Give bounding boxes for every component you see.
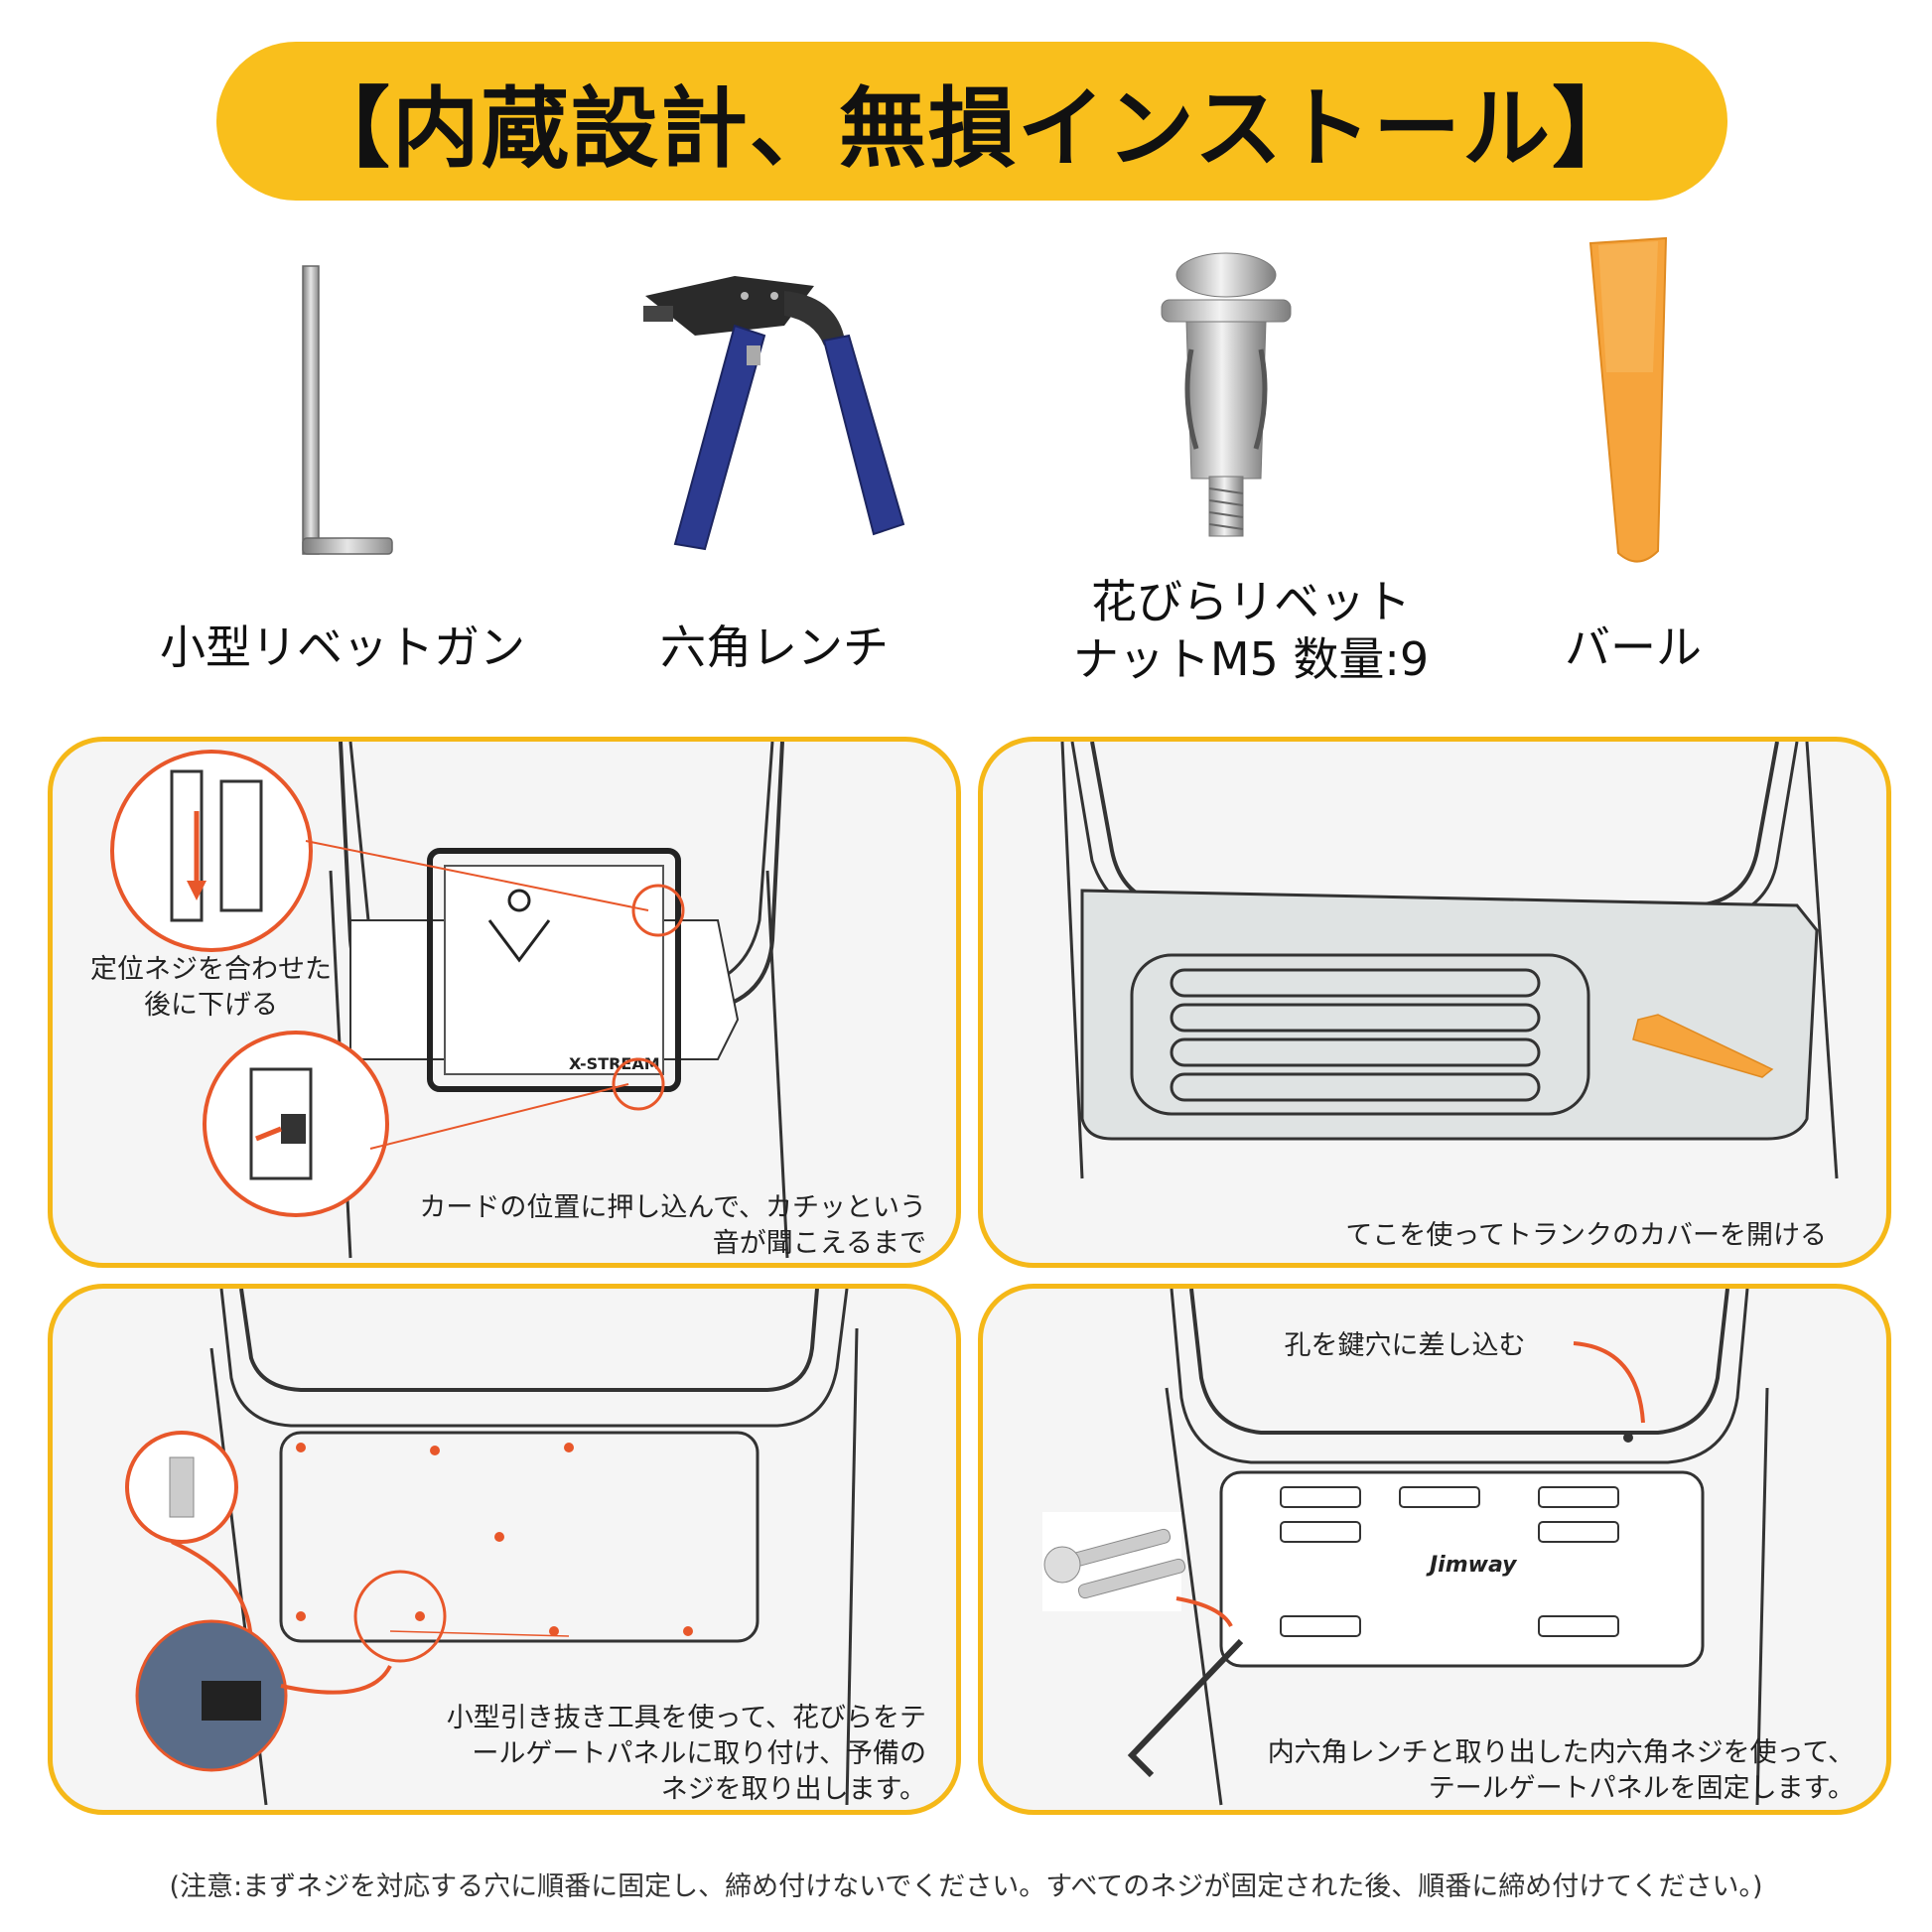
page-title: 【内蔵設計、無損インストール】 <box>302 76 1642 180</box>
tool-label: 六角レンチ <box>660 621 889 674</box>
tool-label: バール <box>1565 621 1702 674</box>
step-text: ネジを取り出します。 <box>660 1774 926 1805</box>
hex-wrench-icon <box>302 265 393 555</box>
step-text: 小型引き抜き工具を使って、花びらをテ <box>446 1703 926 1733</box>
step-panel-2: てこを使ってトランクのカバーを開ける <box>978 737 1891 1268</box>
tool-caption: バール <box>1489 618 1777 677</box>
step-text: テールゲートパネルを固定します。 <box>1428 1773 1855 1804</box>
step-text: 定位ネジを合わせた <box>90 954 332 985</box>
step-text: 音が聞こえるまで <box>712 1228 926 1259</box>
step-text: てこを使ってトランクのカバーを開ける <box>1345 1220 1827 1251</box>
tool-caption: 小型リベットガン <box>149 618 536 677</box>
step-panel-4: Jimway 孔を鍵穴に差し込む 内六角レンチと取り出した内六角ネジを使って、 … <box>978 1284 1891 1815</box>
rivet-gun-icon <box>643 276 905 551</box>
brand-logo-text: Jimway <box>1426 1553 1518 1578</box>
step-text: ールゲートパネルに取り付け、予備の <box>472 1738 926 1769</box>
trunk-cover-pry-diagram <box>1060 742 1839 1179</box>
pry-bar-icon <box>1588 236 1668 563</box>
step-text: カードの位置に押し込んで、カチッという <box>419 1192 926 1223</box>
step-text: 内六角レンチと取り出した内六角ネジを使って、 <box>1267 1737 1855 1768</box>
tool-label: ナットM5 数量:9 <box>1072 632 1430 686</box>
brand-logo-text: X-STREAM <box>569 1054 660 1073</box>
step-text: 後に下げる <box>144 990 278 1021</box>
tailgate-mount-diagram: X-STREAM <box>110 742 789 1259</box>
step-panel-3: 小型引き抜き工具を使って、花びらをテ ールゲートパネルに取り付け、予備の ネジを… <box>48 1284 961 1815</box>
tool-caption: 六角レンチ <box>616 618 933 677</box>
tool-label: 小型リベットガン <box>160 621 525 674</box>
title-banner: 【内蔵設計、無損インストール】 <box>216 42 1727 201</box>
rivet-install-diagram <box>125 1289 859 1806</box>
tool-label: 花びらリベット <box>1091 575 1411 628</box>
step-panel-1: X-STREAM 定位ネジを合わせた 後に下げる カードの位置に押し込んで、カチ… <box>48 737 961 1268</box>
footer-note: (注意:まずネジを対応する穴に順番に固定し、締め付けないでください。すべてのネジ… <box>169 1871 1763 1902</box>
rivet-nut-icon <box>1161 252 1292 537</box>
panel-fix-diagram: Jimway <box>1042 1289 1769 1806</box>
tool-caption: 花びらリベット ナットM5 数量:9 <box>1042 572 1459 689</box>
step-text: 孔を鍵穴に差し込む <box>1284 1330 1526 1361</box>
